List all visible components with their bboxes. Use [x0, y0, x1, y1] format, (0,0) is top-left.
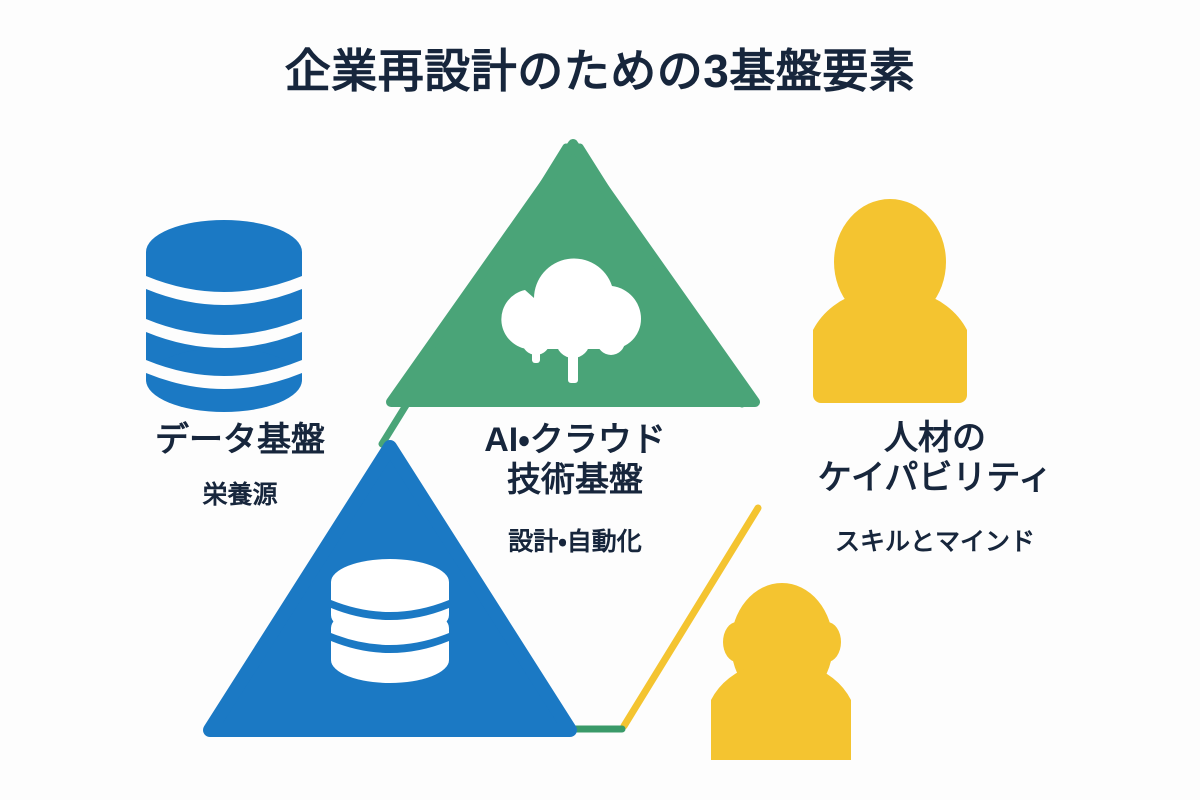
cloud-network-icon	[501, 258, 642, 383]
pillar-sublabel-data: 栄養源	[202, 481, 278, 509]
pillar-sublabel-people: スキルとマインド	[834, 528, 1035, 556]
page-title: 企業再設計のための3基盤要素	[284, 45, 916, 97]
pillar-label-tech-line1: AI・クラウド	[484, 421, 666, 459]
pillar-label-people: 人材の ケイパビリティ	[770, 418, 1100, 498]
database-icon-inner-grooves	[331, 600, 449, 653]
database-icon-inner	[331, 559, 449, 683]
pillar-label-tech: AI・クラウド 技術基盤	[400, 420, 750, 500]
person-icon-secondary	[711, 583, 851, 760]
database-grooves	[146, 276, 302, 389]
outline-edge-right-yellow	[620, 504, 762, 730]
pillar-sublabel-tech: 設計・自動化	[508, 528, 642, 556]
pillar-label-people-line2: ケイパビリティ	[817, 459, 1053, 498]
database-icon	[146, 220, 302, 412]
pillar-label-people-line1: 人材の	[884, 419, 986, 457]
pillar-label-tech-line2: 技術基盤	[507, 461, 643, 500]
pillar-label-data: データ基盤	[155, 421, 325, 459]
person-icon	[813, 199, 967, 403]
